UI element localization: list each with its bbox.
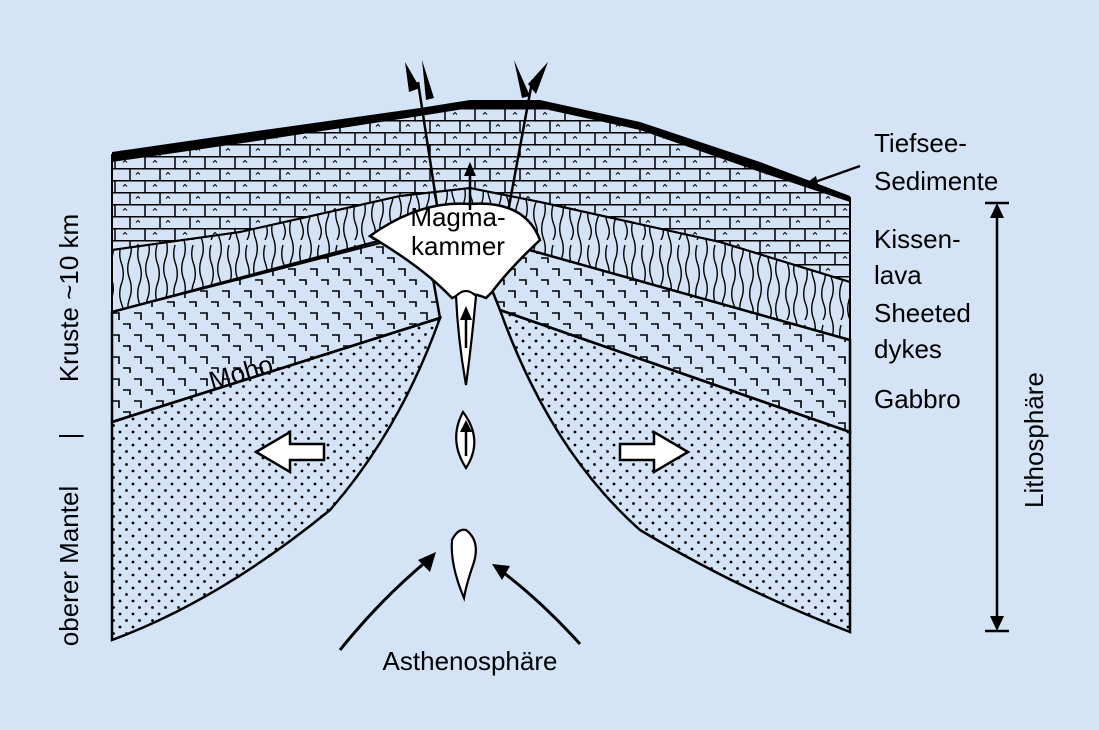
sediments-label-line1: Tiefsee-	[874, 128, 967, 158]
sediment-pointer-line	[811, 164, 861, 185]
fault-arrow-right-down	[514, 60, 530, 98]
sediments-label-line2: Sedimente	[874, 166, 998, 196]
lithosphere-label: Lithosphäre	[1019, 372, 1049, 508]
upper-mantle-right	[497, 307, 852, 634]
sheeted-dykes-label-line1: Sheeted	[874, 298, 971, 328]
fault-arrow-right-up	[528, 62, 548, 94]
sediment-layer	[112, 100, 850, 202]
magma-ascent-arrows	[460, 162, 476, 456]
right-fault-line	[506, 81, 534, 213]
lithosphere-bracket	[985, 201, 1009, 633]
magma-chamber	[367, 202, 542, 300]
pillow-lava-label-line2: lava	[874, 260, 922, 290]
sheeted-dykes-label-line2: dykes	[874, 334, 942, 364]
spreading-arrow-left	[253, 429, 326, 475]
asthenosphere-label: Asthenosphäre	[383, 646, 558, 676]
fault-arrow-left-up	[405, 62, 420, 92]
upper-mantle-label: oberer Mantel	[54, 486, 84, 646]
source-magma-droplet	[450, 528, 477, 602]
upper-mantle-left	[110, 316, 443, 642]
magma-chamber-label-line1: Magma-	[410, 202, 505, 232]
asthenosphere-flow-right	[499, 568, 582, 646]
crust-label: Kruste ~10 km	[54, 214, 84, 382]
axis-separator: |	[54, 433, 84, 440]
moho-boundary	[111, 308, 851, 434]
spreading-arrow-right	[618, 429, 691, 475]
sediment-pointer-head	[802, 176, 819, 189]
fault-arrow-left-down	[422, 60, 434, 100]
pillow-lava-label-line1: Kissen-	[874, 224, 961, 254]
asthenosphere-flow-left	[338, 558, 429, 651]
gabbro-label: Gabbro	[874, 384, 961, 414]
magma-chamber-label-line2: kammer	[411, 231, 505, 261]
left-fault-line	[416, 81, 440, 213]
